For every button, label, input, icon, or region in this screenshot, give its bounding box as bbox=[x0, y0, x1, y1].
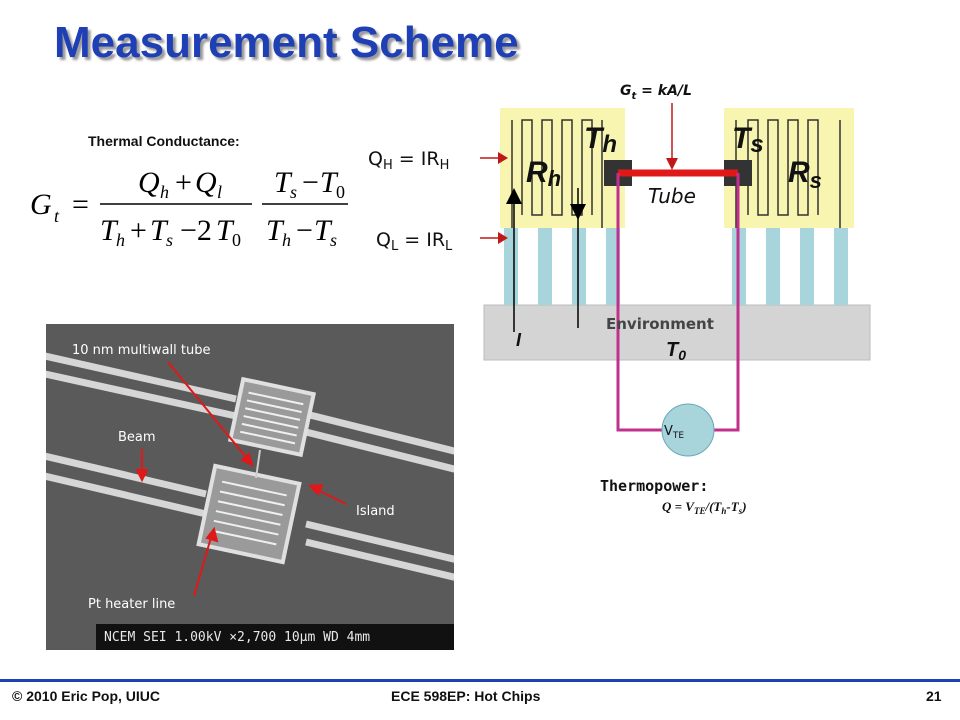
measurement-schematic: Gt = kA/L Th Ts Rh Rs Tube QH = IRH QL =… bbox=[368, 83, 871, 516]
sem-structure bbox=[46, 324, 454, 650]
svg-text:+: + bbox=[175, 166, 192, 199]
svg-text:h: h bbox=[282, 230, 291, 250]
svg-text:l: l bbox=[217, 182, 222, 202]
thermopower-equation: Q = VTE/(Th-Ts) bbox=[662, 499, 747, 516]
thermocouple-wire bbox=[616, 173, 666, 432]
rh-label: Rh bbox=[526, 156, 561, 191]
voltmeter-circle bbox=[661, 403, 715, 457]
svg-text:Q: Q bbox=[138, 166, 160, 199]
svg-text:T: T bbox=[274, 166, 293, 199]
gt-label: Gt = kA/L bbox=[620, 83, 692, 102]
qh-label: QH = IRH bbox=[368, 148, 449, 173]
ql-label: QL = IRL bbox=[376, 229, 453, 254]
th-label: Th bbox=[584, 122, 617, 158]
t0-label: T0 bbox=[666, 339, 686, 363]
sem-scalebar bbox=[96, 624, 454, 650]
sem-label-island: Island bbox=[356, 504, 395, 519]
rs-label: Rs bbox=[788, 156, 822, 193]
svg-text:T: T bbox=[320, 166, 339, 199]
svg-text:T: T bbox=[100, 214, 119, 247]
sem-label-beam: Beam bbox=[118, 430, 156, 445]
footer-divider bbox=[0, 679, 960, 682]
svg-text:s: s bbox=[166, 230, 173, 250]
sem-scalebar-text: NCEM SEI 1.00kV ×2,700 10μm WD 4mm bbox=[104, 630, 371, 645]
svg-text:T: T bbox=[150, 214, 169, 247]
svg-text:0: 0 bbox=[336, 182, 345, 202]
sem-label-heater: Pt heater line bbox=[88, 597, 176, 612]
current-label: I bbox=[516, 330, 522, 350]
svg-text:0: 0 bbox=[232, 230, 241, 250]
environment-block bbox=[483, 304, 871, 361]
footer-copyright: © 2010 Eric Pop, UIUC bbox=[12, 688, 161, 704]
svg-text:s: s bbox=[290, 182, 297, 202]
footer-course: ECE 598EP: Hot Chips bbox=[391, 688, 541, 704]
svg-text:−2: −2 bbox=[180, 214, 212, 247]
vte-label: VTE bbox=[664, 424, 684, 441]
svg-text:h: h bbox=[116, 230, 125, 250]
thermopower-label: Thermopower: bbox=[600, 477, 708, 495]
environment-label: Environment bbox=[606, 315, 714, 333]
svg-text:T: T bbox=[216, 214, 235, 247]
svg-text:T: T bbox=[314, 214, 333, 247]
slide-title: Measurement Scheme bbox=[54, 18, 519, 67]
svg-text:s: s bbox=[330, 230, 337, 250]
svg-text:−: − bbox=[296, 214, 313, 247]
sem-micrograph bbox=[46, 324, 454, 650]
thermal-conductance-label: Thermal Conductance: bbox=[88, 133, 240, 149]
ts-label: Ts bbox=[732, 122, 764, 158]
svg-text:h: h bbox=[160, 182, 169, 202]
svg-text:G: G bbox=[30, 188, 52, 221]
svg-text:T: T bbox=[266, 214, 285, 247]
sem-label-tube: 10 nm multiwall tube bbox=[72, 343, 211, 358]
heater-serpentine bbox=[511, 119, 603, 228]
svg-text:+: + bbox=[130, 214, 147, 247]
support-legs bbox=[504, 228, 848, 305]
svg-text:−: − bbox=[302, 166, 319, 199]
svg-text:=: = bbox=[72, 188, 89, 221]
tube-label: Tube bbox=[648, 184, 696, 208]
svg-text:t: t bbox=[54, 206, 60, 226]
svg-text:Q: Q bbox=[195, 166, 217, 199]
footer-page-number: 21 bbox=[926, 688, 942, 704]
